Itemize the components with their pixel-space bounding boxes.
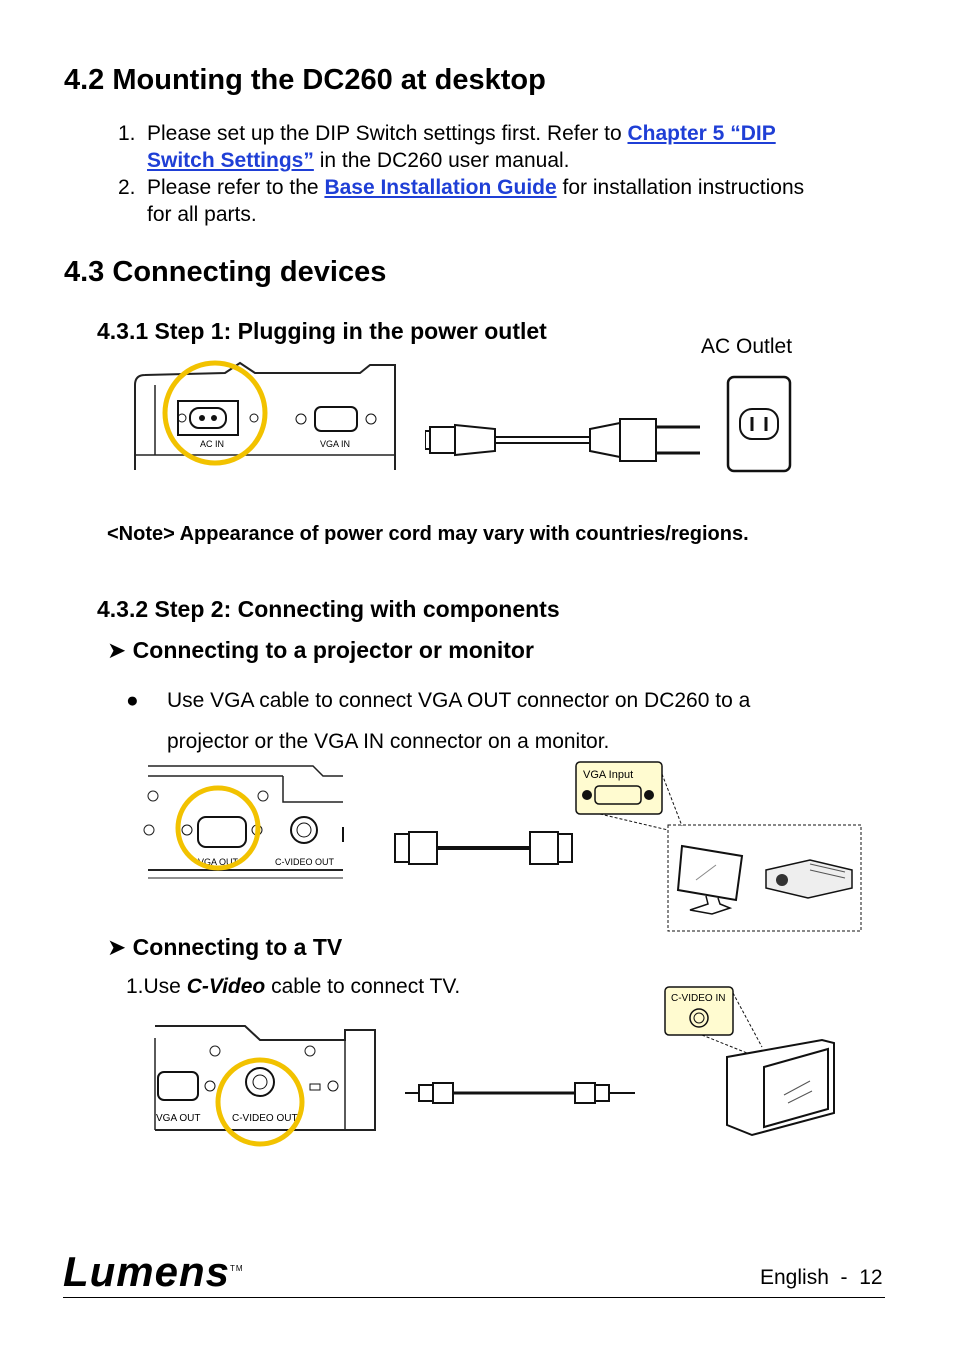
cvideo-in-callout-figure: C-VIDEO IN xyxy=(664,986,835,1137)
vga-out-label: VGA OUT xyxy=(156,1113,200,1124)
vga-cable-icon xyxy=(394,831,573,865)
vga-in-label: VGA IN xyxy=(320,439,350,449)
monitor-icon xyxy=(676,844,744,915)
ac-in-label: AC IN xyxy=(200,439,224,449)
arrow-bullet-icon: ➤ xyxy=(107,637,127,663)
c-video-term: C-Video xyxy=(186,975,266,998)
cvideo-out-label: C-VIDEO OUT xyxy=(275,857,335,867)
projector-subheading: ➤ Connecting to a projector or monitor xyxy=(107,637,534,663)
highlight-circle xyxy=(175,785,261,871)
chapter-5-link[interactable]: Chapter 5 “DIP xyxy=(627,122,776,145)
footer-divider xyxy=(63,1297,885,1298)
tv-step-item: 1.Use C-Video cable to connect TV. xyxy=(126,975,461,998)
section-heading-4-3: 4.3 Connecting devices xyxy=(64,256,387,288)
list-number: 1. xyxy=(118,122,136,145)
lumens-logo: LumensTM xyxy=(63,1248,244,1295)
vga-out-label: VGA OUT xyxy=(198,857,239,867)
cvideo-in-label: C-VIDEO IN xyxy=(671,993,725,1004)
tv-subheading: ➤ Connecting to a TV xyxy=(107,934,343,960)
power-cord-note: <Note> Appearance of power cord may vary… xyxy=(107,523,749,545)
list-text: Please refer to the xyxy=(147,176,325,199)
list-item: 2. Please refer to the Base Installation… xyxy=(118,174,878,228)
composite-video-cable-icon xyxy=(405,1082,635,1104)
base-installation-guide-link[interactable]: Base Installation Guide xyxy=(324,176,557,199)
list-text: in the DC260 user manual. xyxy=(313,149,570,172)
vga-input-callout-figure: VGA Input xyxy=(575,761,862,932)
section-heading-4-2: 4.2 Mounting the DC260 at desktop xyxy=(64,64,546,96)
arrow-bullet-icon: ➤ xyxy=(107,934,127,960)
vga-input-label: VGA Input xyxy=(583,769,633,781)
ac-outlet-icon xyxy=(726,375,792,473)
highlight-circle xyxy=(215,1057,305,1147)
bullet-text: projector or the VGA IN connector on a m… xyxy=(167,730,610,753)
device-rear-panel-cvideo-figure: VGA OUT C-VIDEO OUT xyxy=(154,1025,376,1147)
ac-outlet-label: AC Outlet xyxy=(701,335,793,358)
list-text: Please set up the DIP Switch settings fi… xyxy=(147,122,628,145)
dip-switch-settings-link[interactable]: Switch Settings” xyxy=(147,149,314,172)
bullet-text: Use VGA cable to connect VGA OUT connect… xyxy=(167,689,751,712)
device-rear-panel-ac-figure: AC IN VGA IN xyxy=(134,360,396,470)
list-text: for all parts. xyxy=(147,203,257,226)
step1-heading: 4.3.1 Step 1: Plugging in the power outl… xyxy=(97,318,547,344)
projector-icon xyxy=(765,859,853,899)
mounting-steps-list: 1. Please set up the DIP Switch settings… xyxy=(118,120,878,228)
page-number: English - 12 xyxy=(760,1266,883,1289)
power-cord-icon xyxy=(425,418,700,462)
round-bullet-icon: ● xyxy=(126,689,139,712)
highlight-circle xyxy=(162,360,268,466)
list-number: 2. xyxy=(118,176,136,199)
tv-icon xyxy=(726,1038,835,1137)
cvideo-out-label: C-VIDEO OUT xyxy=(232,1113,298,1124)
list-item: 1. Please set up the DIP Switch settings… xyxy=(118,120,878,174)
step2-heading: 4.3.2 Step 2: Connecting with components xyxy=(97,596,560,622)
list-text: for installation instructions xyxy=(556,176,805,199)
projector-bullet: ● Use VGA cable to connect VGA OUT conne… xyxy=(126,680,750,762)
list-number: 1. xyxy=(126,975,144,998)
device-rear-panel-vga-figure: VGA OUT C-VIDEO OUT xyxy=(143,765,344,879)
